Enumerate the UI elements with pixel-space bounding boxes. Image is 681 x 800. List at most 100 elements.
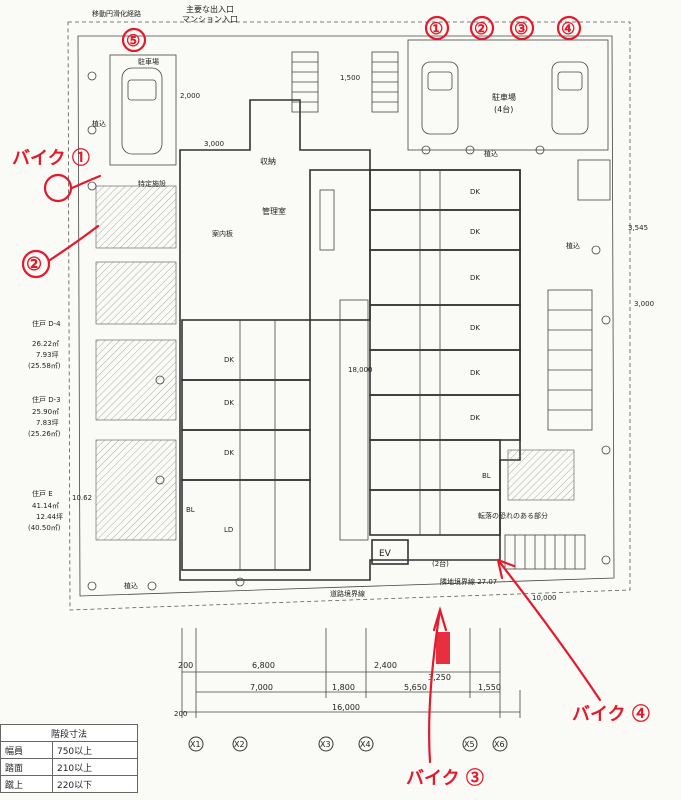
bike-area-left-3	[95, 339, 177, 421]
planting-label-1: 植込	[92, 119, 106, 128]
table-row: 幅員 750以上	[0, 741, 139, 759]
red-num-2: ②	[474, 19, 488, 38]
stair-row-label: 蹴上	[0, 775, 53, 793]
left-parking-area	[109, 54, 177, 166]
red-num-5: ⑤	[126, 31, 140, 50]
bike-area-left-1	[95, 185, 177, 249]
stair-row-label: 踏面	[0, 758, 53, 776]
svg-text:7.93坪: 7.93坪	[36, 351, 59, 359]
dim-1500: 1,500	[340, 74, 360, 82]
red-annotations: ① ② ③ ④ ⑤ バイク ① ② バイク ③ バイク ④	[12, 15, 650, 789]
svg-text:25.90㎡: 25.90㎡	[32, 408, 59, 416]
svg-text:41.14㎡: 41.14㎡	[32, 502, 59, 510]
parked-car-left	[121, 67, 163, 155]
stair-table-header: 階段寸法	[0, 724, 138, 742]
dim-2000: 2,000	[180, 92, 200, 100]
dk-label-3: DK	[224, 449, 234, 457]
stair-row-value: 750以上	[51, 741, 139, 759]
svg-text:X6: X6	[494, 740, 505, 749]
parking-count-label: (4台)	[494, 104, 513, 114]
table-row: 蹴上 220以下	[0, 775, 139, 793]
svg-text:住戸 D-4: 住戸 D-4	[32, 319, 61, 328]
planting-markers	[87, 71, 611, 591]
center-units	[309, 169, 371, 541]
svg-text:住戸 D-3: 住戸 D-3	[32, 395, 61, 404]
bl-label-2: BL	[482, 472, 491, 480]
main-entrance-label: 主要な出入口	[186, 4, 234, 14]
storage-label: 収納	[260, 156, 276, 166]
dim-row1-c: 2,400	[374, 661, 397, 670]
site-inner-line	[77, 35, 615, 597]
parking-top-label: 駐車場	[492, 92, 516, 102]
ev-label: EV	[379, 549, 392, 559]
svg-text:(40.50㎡): (40.50㎡)	[28, 524, 61, 532]
dim-1062: 10.62	[72, 494, 92, 502]
stair-row-label: 幅員	[0, 741, 53, 759]
bicycle-rack-right	[547, 289, 593, 431]
dim-row2-b: 1,800	[332, 683, 355, 692]
dim-total: 16,000	[332, 703, 360, 712]
site-boundary	[67, 21, 631, 611]
ld-label: LD	[224, 526, 233, 534]
parked-car-2	[551, 61, 589, 135]
svg-text:住戸 E: 住戸 E	[32, 489, 53, 498]
svg-text:X2: X2	[234, 740, 245, 749]
svg-text:X4: X4	[360, 740, 371, 749]
red-num-3: ③	[514, 19, 528, 38]
parking-left-label: 駐車場	[138, 57, 159, 66]
stair-dimension-table: 階段寸法 幅員 750以上 踏面 210以上 蹴上 220以下	[0, 724, 139, 793]
left-units	[181, 319, 311, 571]
bike-area-left-2	[95, 261, 177, 325]
bike-area-right	[507, 449, 575, 501]
corridor-note: 転落の恐れのある部分	[478, 511, 548, 520]
axis-x1: X1	[188, 736, 204, 752]
red-num-4: ④	[561, 19, 575, 38]
dim-3000-right: 3,000	[634, 300, 654, 308]
red-bike-3: バイク ③	[406, 767, 484, 789]
red-num-1: ①	[429, 19, 443, 38]
dim-row2-c: 5,650	[404, 683, 427, 692]
management-label: 管理室	[262, 206, 286, 216]
elevator	[371, 539, 409, 565]
stair-row-value: 210以上	[51, 758, 139, 776]
red-bike-4: バイク ④	[572, 703, 650, 725]
road-note: 道路境界線	[330, 589, 365, 598]
svg-text:X1: X1	[190, 740, 201, 749]
bl-label-1: BL	[186, 506, 195, 514]
svg-text:(25.26㎡): (25.26㎡)	[28, 430, 61, 438]
bike-facility-label: 特定施設	[138, 179, 166, 188]
dim-3545: 3,545	[628, 224, 648, 232]
bike-area-left-4	[95, 439, 177, 541]
svg-text:26.22㎡: 26.22㎡	[32, 340, 59, 348]
svg-text:X3: X3	[320, 740, 331, 749]
dim-row2-d: 1,550	[478, 683, 501, 692]
axis-x6: X6	[492, 736, 508, 752]
dim-row1-b: 6,800	[252, 661, 275, 670]
stair-row-value: 220以下	[51, 775, 139, 793]
bicycle-rack-bottom	[504, 534, 586, 570]
table-row: 踏面 210以上	[0, 758, 139, 776]
building-outline	[179, 99, 521, 581]
mansion-entrance-label: マンション入口	[182, 15, 238, 24]
unit-area-e: 住戸 E 41.14㎡ 12.44坪 (40.50㎡)	[28, 489, 63, 532]
info-board-label: 案内板	[212, 229, 233, 238]
svg-text:7.83坪: 7.83坪	[36, 419, 59, 427]
boundary-note: 隣地境界線 27.07	[440, 577, 497, 586]
right-units	[369, 169, 521, 536]
top-parking-area	[407, 39, 609, 151]
dk-label-r2: DK	[470, 228, 480, 236]
unit-count-label: (2台)	[432, 559, 449, 568]
dimension-lines	[181, 628, 521, 718]
trash-area	[577, 159, 611, 201]
stair-top-right	[371, 51, 399, 113]
dim-left-edge: 200	[174, 710, 187, 718]
svg-text:(25.58㎡): (25.58㎡)	[28, 362, 61, 370]
dk-label-r4: DK	[470, 324, 480, 332]
dk-label-r5: DK	[470, 369, 480, 377]
dk-label-2: DK	[224, 399, 234, 407]
axis-x2: X2	[232, 736, 248, 752]
axis-x3: X3	[318, 736, 334, 752]
dim-row1-d: 3,250	[428, 673, 451, 682]
planting-label-2: 植込	[124, 581, 138, 590]
